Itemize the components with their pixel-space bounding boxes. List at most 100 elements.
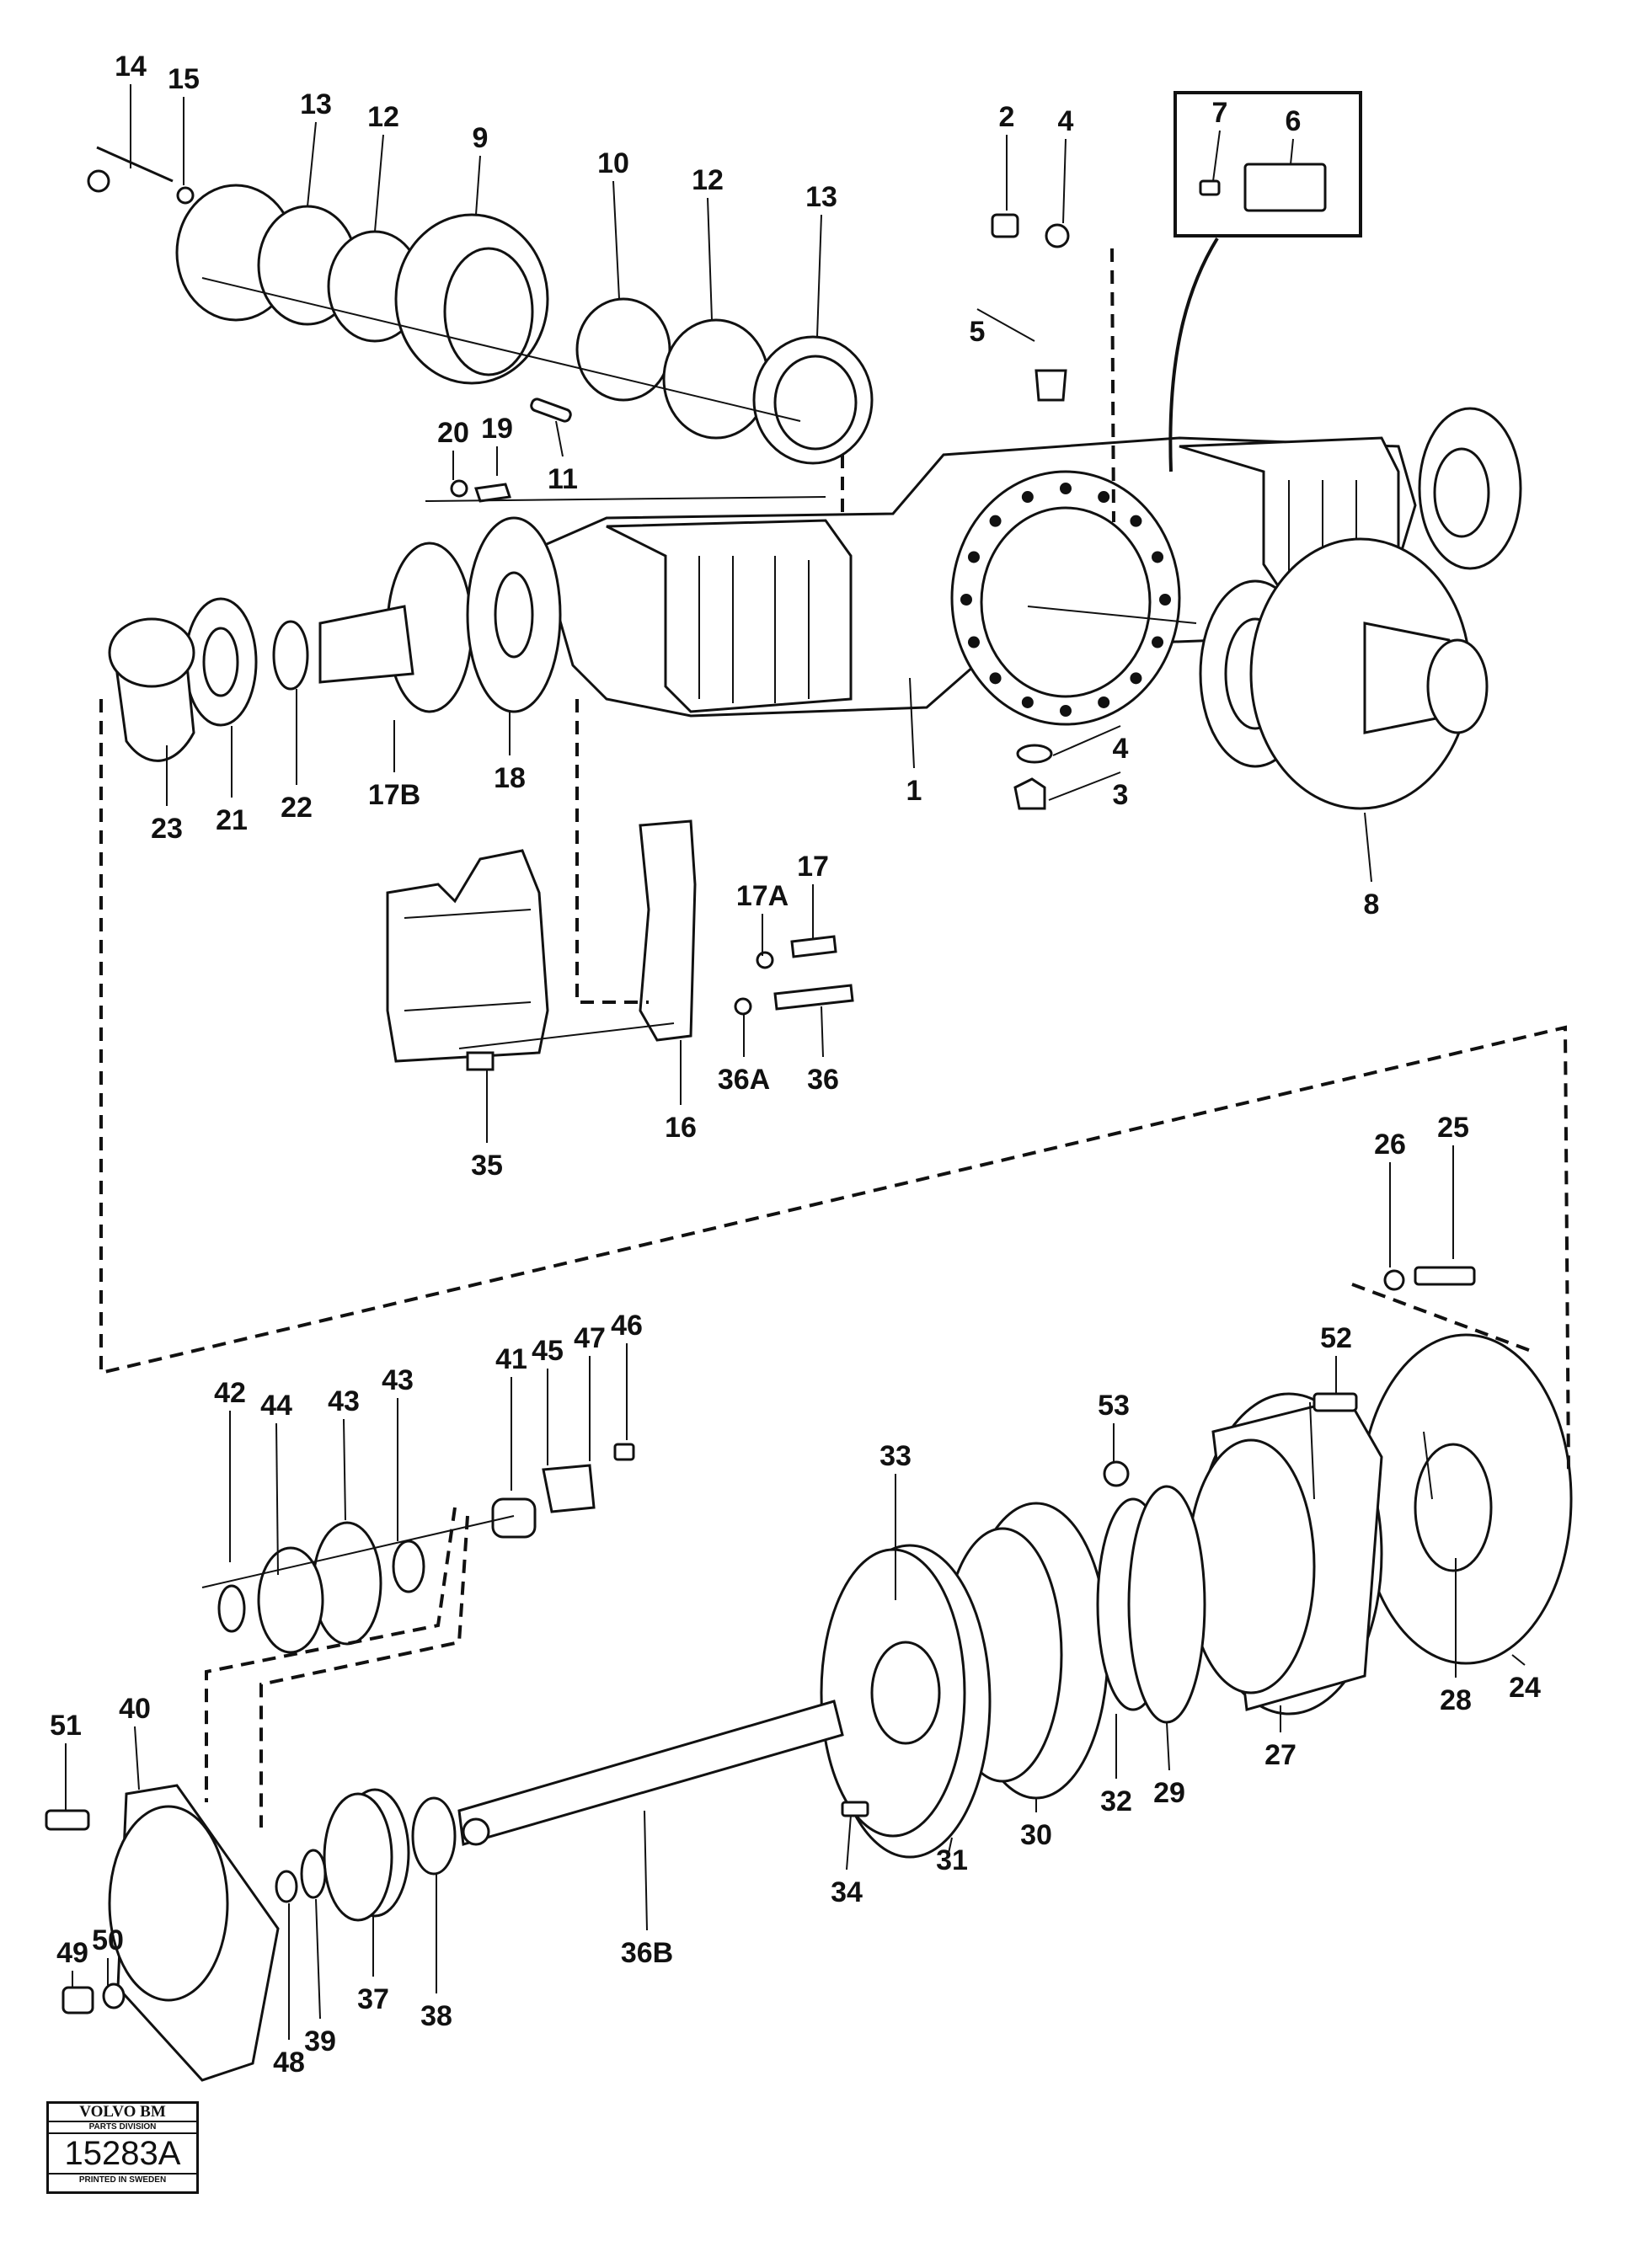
part-label: 34	[831, 1876, 863, 1908]
part-label: 12	[692, 164, 724, 196]
part-label: 27	[1264, 1739, 1296, 1771]
leader-line	[1290, 138, 1294, 165]
leader-line	[947, 1837, 953, 1858]
part-label: 43	[328, 1385, 360, 1417]
part-label: 16	[665, 1112, 697, 1144]
leader-line	[1052, 725, 1121, 756]
bolt-hole	[967, 636, 980, 648]
part-label: 1	[906, 775, 922, 807]
part-label: 30	[1020, 1819, 1052, 1851]
part-label: 44	[260, 1390, 292, 1422]
brake-disc-25	[1359, 1333, 1573, 1665]
part-label: 13	[805, 181, 837, 213]
part-label: 35	[471, 1150, 503, 1182]
part-label: 43	[382, 1364, 414, 1396]
part-label: 40	[119, 1693, 151, 1725]
leader-line	[976, 308, 1035, 342]
part-label: 25	[1437, 1112, 1469, 1144]
leader-lines	[201, 277, 1433, 1588]
part-label: 5	[970, 316, 986, 348]
leader-line	[307, 121, 317, 207]
hub-28	[1186, 1392, 1383, 1716]
shaft-37	[457, 1700, 844, 1846]
leader-line	[1364, 812, 1372, 883]
bolt-hole	[960, 594, 972, 606]
part-label: 36A	[718, 1064, 770, 1096]
dashed-connections	[99, 248, 1570, 1828]
part-label: 33	[879, 1440, 912, 1472]
part-label: 49	[56, 1937, 88, 1969]
part-label: 9	[473, 122, 489, 154]
leader-line	[343, 1418, 346, 1521]
part-label: 51	[50, 1710, 82, 1742]
leader-line	[475, 155, 481, 216]
part-label: 28	[1440, 1684, 1472, 1716]
part-label: 42	[214, 1377, 246, 1409]
leader-line	[816, 214, 822, 338]
part-label: 13	[300, 88, 332, 120]
leader-line	[612, 180, 620, 300]
part-label: 20	[437, 417, 469, 449]
part-label: 26	[1374, 1129, 1406, 1161]
part-label: 31	[936, 1844, 968, 1876]
wheel-hub-8	[1199, 537, 1489, 810]
leader-line	[555, 420, 564, 457]
leader-line	[846, 1814, 852, 1870]
part-label: 50	[92, 1924, 124, 1956]
bolt-hole	[967, 551, 980, 563]
part-label: 2	[999, 101, 1015, 133]
bolt-hole	[1021, 696, 1034, 708]
leader-line	[374, 134, 384, 232]
bolt-hole	[1152, 551, 1164, 563]
part-label: 38	[420, 2000, 452, 2032]
cover-41	[45, 1784, 280, 2082]
small-bolts-lower	[841, 1266, 1476, 1817]
part-label: 17A	[736, 880, 789, 912]
leader-line	[1166, 1721, 1170, 1771]
part-label: 4	[1113, 733, 1129, 765]
printed-in-text: PRINTED IN SWEDEN	[78, 2175, 167, 2185]
bolt-hole	[989, 515, 1002, 527]
leader-line	[909, 677, 915, 769]
leader-line	[644, 1810, 648, 1931]
part-label: 11	[548, 463, 578, 495]
bolt-hole	[1098, 491, 1110, 504]
part-label: 8	[1364, 889, 1380, 921]
planet-carrier-32	[820, 1544, 992, 1859]
spindle-assembly	[108, 516, 562, 762]
housing-flange	[950, 470, 1181, 726]
leader-line	[134, 1726, 140, 1790]
part-label: 53	[1098, 1390, 1130, 1422]
part-label: 17	[797, 851, 829, 883]
gears-left	[217, 1443, 635, 1922]
part-label: 23	[151, 813, 183, 845]
part-label: 36B	[621, 1937, 673, 1969]
part-label: 46	[611, 1310, 643, 1342]
brand-name: VOLVO BM	[49, 2104, 196, 2122]
part-label: 32	[1100, 1785, 1132, 1817]
part-label: 14	[115, 51, 147, 83]
part-label: 24	[1509, 1672, 1541, 1704]
part-label: 21	[216, 804, 248, 836]
bolt-hole	[1060, 705, 1072, 717]
division-text: PARTS DIVISION	[88, 2122, 157, 2132]
part-label: 29	[1153, 1777, 1185, 1809]
bolt-hole	[1130, 672, 1142, 685]
bolt-hole	[1159, 594, 1171, 606]
plugs-and-plate	[991, 91, 1362, 810]
part-label: 4	[1058, 105, 1074, 137]
part-label: 19	[481, 413, 513, 445]
brake-caliper	[386, 819, 854, 1071]
part-label: 47	[574, 1322, 606, 1354]
bolt-hole	[989, 672, 1002, 685]
hub-parts-top	[87, 146, 874, 503]
part-label: 7	[1212, 97, 1228, 129]
part-label: 39	[304, 2025, 336, 2057]
part-label: 37	[357, 1983, 389, 2015]
part-label: 36	[807, 1064, 839, 1096]
drawing-number: 15283A	[49, 2132, 196, 2175]
part-label: 48	[273, 2047, 305, 2079]
